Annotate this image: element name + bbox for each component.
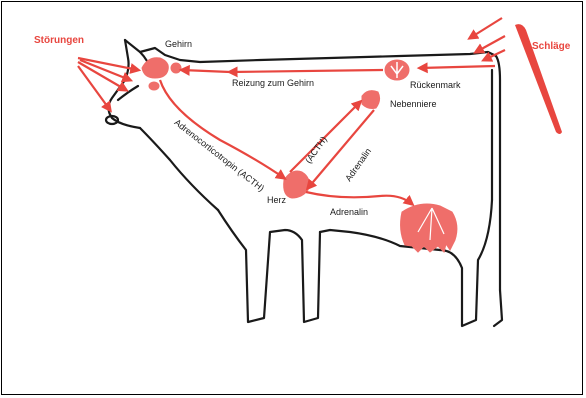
arrow-heart-to-udder (306, 192, 412, 204)
label-spinal-cord: Rückenmark (410, 81, 461, 90)
udder-organ (401, 204, 457, 252)
label-disturbances: Störungen (34, 36, 84, 46)
label-irritation-to-brain: Reizung zum Gehirn (232, 79, 314, 88)
label-heart: Herz (267, 196, 286, 205)
heart-organ (284, 171, 309, 198)
spinal-cord-organ (385, 60, 409, 80)
brain-nodule (171, 63, 181, 73)
label-brain: Gehirn (165, 40, 192, 49)
arrow-spine-to-brain-2 (230, 70, 383, 72)
arrow-hit-2 (476, 36, 505, 52)
arrow-spine-to-brain (420, 66, 495, 68)
adrenal-gland-organ (362, 91, 380, 109)
arrow-hit-1 (470, 18, 502, 38)
label-adrenal-gland: Nebenniere (390, 100, 437, 109)
ear-dot-organ (149, 82, 159, 90)
label-adrenalin: Adrenalin (330, 208, 368, 217)
arrow-spine-to-brain-3 (182, 70, 230, 72)
label-hits: Schläge (532, 42, 570, 52)
